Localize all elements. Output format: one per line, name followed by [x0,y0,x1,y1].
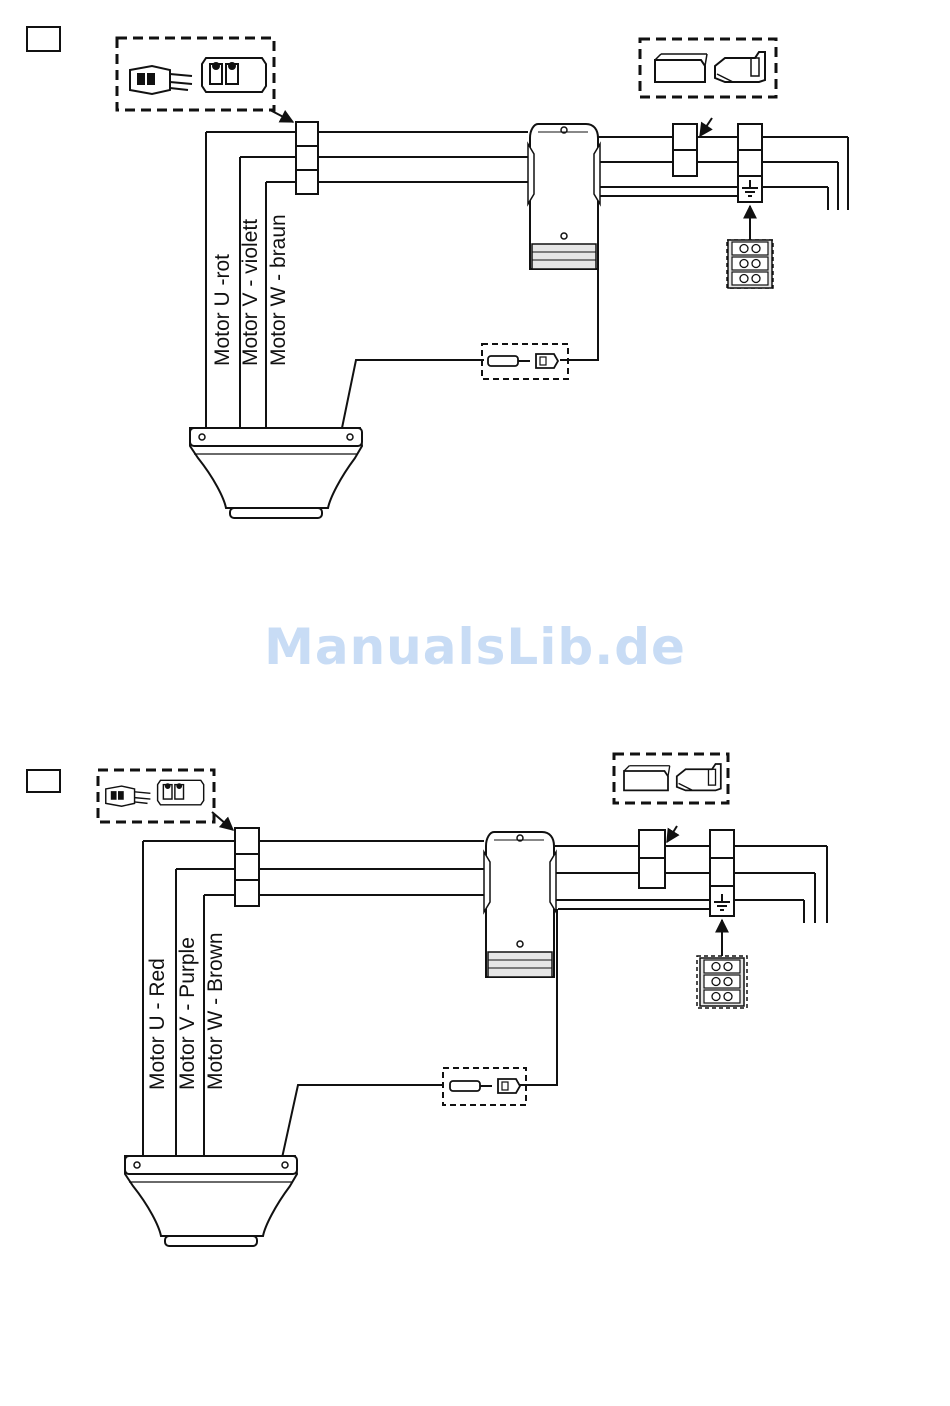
terminal-block-icon [728,240,772,288]
terminal-block-icon-bottom [700,958,744,1006]
wire-connector-block [296,122,318,194]
inline-connector-icon [488,354,558,368]
figure-number-box-top [27,27,60,51]
plug-pair-icon [130,58,266,94]
wire-label-u: Motor U -rot [211,254,234,366]
figure-number-box-bottom [27,770,60,792]
wire-label-w-bottom: Motor W - Brown [204,932,227,1090]
wire-labels-top: Motor U -rot Motor V - violett Motor W -… [211,214,290,366]
ground-terminal [738,124,762,202]
wire-label-v-bottom: Motor V - Purple [176,937,199,1090]
wire-connector-block-bottom [235,828,259,906]
control-unit-bottom [484,832,556,977]
wire-label-w: Motor W - braun [267,214,290,366]
motor-base-unit [190,428,362,518]
plug-pair-icon-bottom [106,780,204,806]
wire-labels-bottom: Motor U - Red Motor V - Purple Motor W -… [146,932,227,1090]
motor-base-unit-bottom [125,1156,297,1246]
inline-connector-icon-bottom [450,1079,520,1093]
wire-label-v: Motor V - violett [239,219,262,366]
control-unit [528,124,600,269]
two-part-connector-icon [655,52,765,82]
callout-arrow [270,110,293,122]
ground-terminal-bottom [710,830,734,916]
two-part-connector-icon-bottom [624,764,721,790]
diagram-top [27,27,848,518]
wire-label-u-bottom: Motor U - Red [146,958,169,1090]
